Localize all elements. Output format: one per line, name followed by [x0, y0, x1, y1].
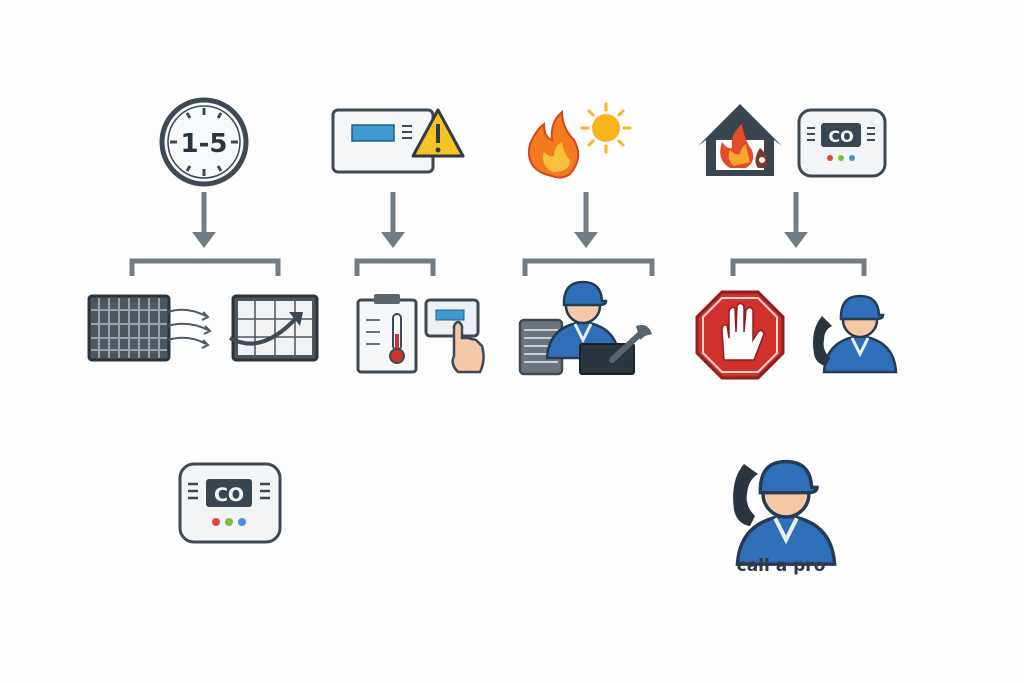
down-arrow	[192, 192, 216, 248]
co-label: CO	[828, 127, 853, 146]
stop-sign-icon	[695, 290, 785, 380]
down-arrow	[381, 192, 405, 248]
branch-bracket	[129, 258, 281, 276]
clipboard-thermometer-icon	[356, 294, 418, 374]
down-arrow	[574, 192, 598, 248]
warning-icon	[411, 108, 465, 158]
call-a-pro-caption: call a pro	[736, 556, 826, 576]
thermostat-icon	[331, 108, 435, 174]
flame-icon	[528, 109, 580, 179]
branch-bracket	[730, 258, 867, 276]
house-fire-icon	[698, 104, 782, 176]
clock-label: 1-5	[181, 129, 228, 159]
airflow-icon	[167, 308, 212, 349]
co-detector-icon: CO	[797, 108, 887, 178]
sun-icon	[580, 102, 632, 154]
technician-with-unit-icon	[518, 280, 652, 376]
branch-bracket	[522, 258, 655, 276]
technician-on-phone-icon	[813, 294, 898, 374]
branch-bracket	[354, 258, 436, 276]
down-arrow	[784, 192, 808, 248]
clock-icon: 1-5	[159, 97, 249, 187]
call-a-pro-technician-icon	[733, 462, 834, 565]
clean-filter-icon	[229, 294, 319, 362]
adjust-thermostat-icon	[424, 298, 485, 374]
dirty-filter-icon	[87, 294, 171, 362]
co-detector-icon: CO	[178, 462, 282, 544]
co-label: CO	[214, 484, 244, 506]
